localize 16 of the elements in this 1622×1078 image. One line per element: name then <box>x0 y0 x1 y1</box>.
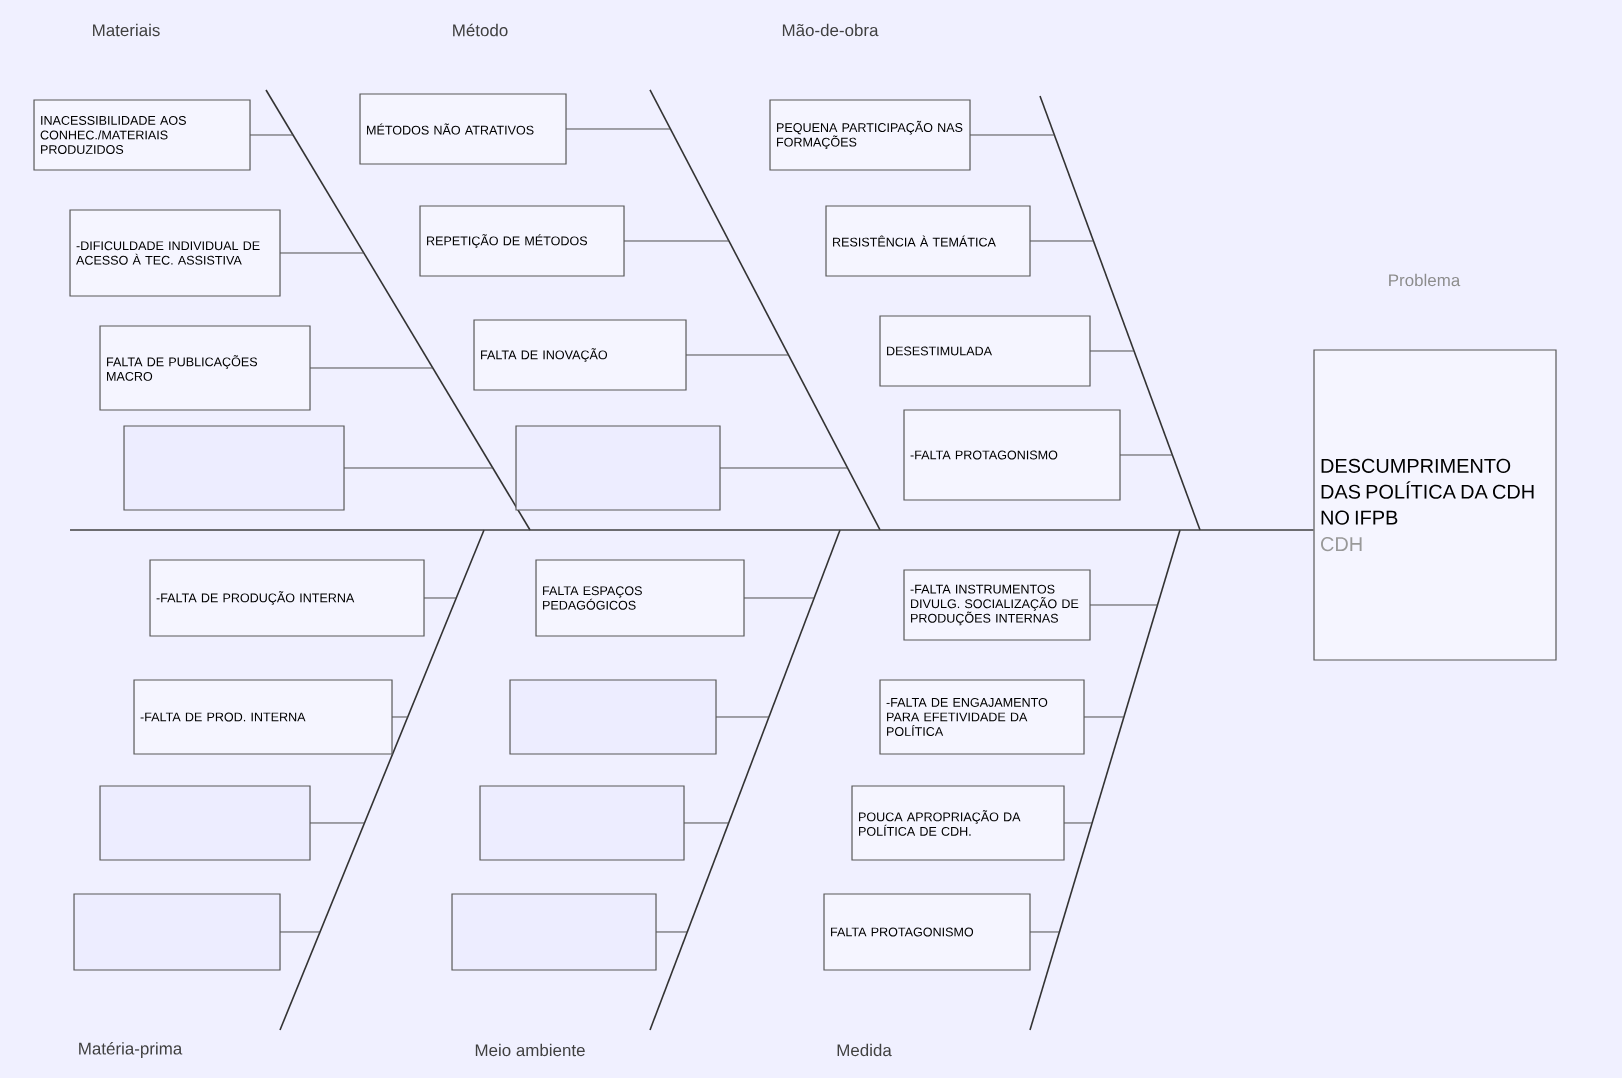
category-label: Método <box>453 23 508 37</box>
category-label: Materiais <box>93 23 160 37</box>
empty-box <box>509 679 717 755</box>
empty-box <box>123 425 345 511</box>
category-label: Medida <box>837 1043 892 1057</box>
category-label: Problema <box>1389 273 1461 287</box>
empty-box <box>515 425 721 511</box>
category-label: Matéria-prima <box>79 1042 183 1058</box>
empty-box <box>479 785 685 861</box>
empty-box <box>73 893 281 971</box>
spine-line <box>69 529 1315 531</box>
category-label: Mão-de-obra <box>782 23 879 37</box>
category-label: Meio ambiente <box>475 1043 585 1057</box>
problem-box: DESCUMPRIMENTO DAS POLÍTICA DA CDH NO IFPB CDH <box>1313 349 1557 661</box>
empty-box <box>451 893 657 971</box>
empty-box <box>99 785 311 861</box>
